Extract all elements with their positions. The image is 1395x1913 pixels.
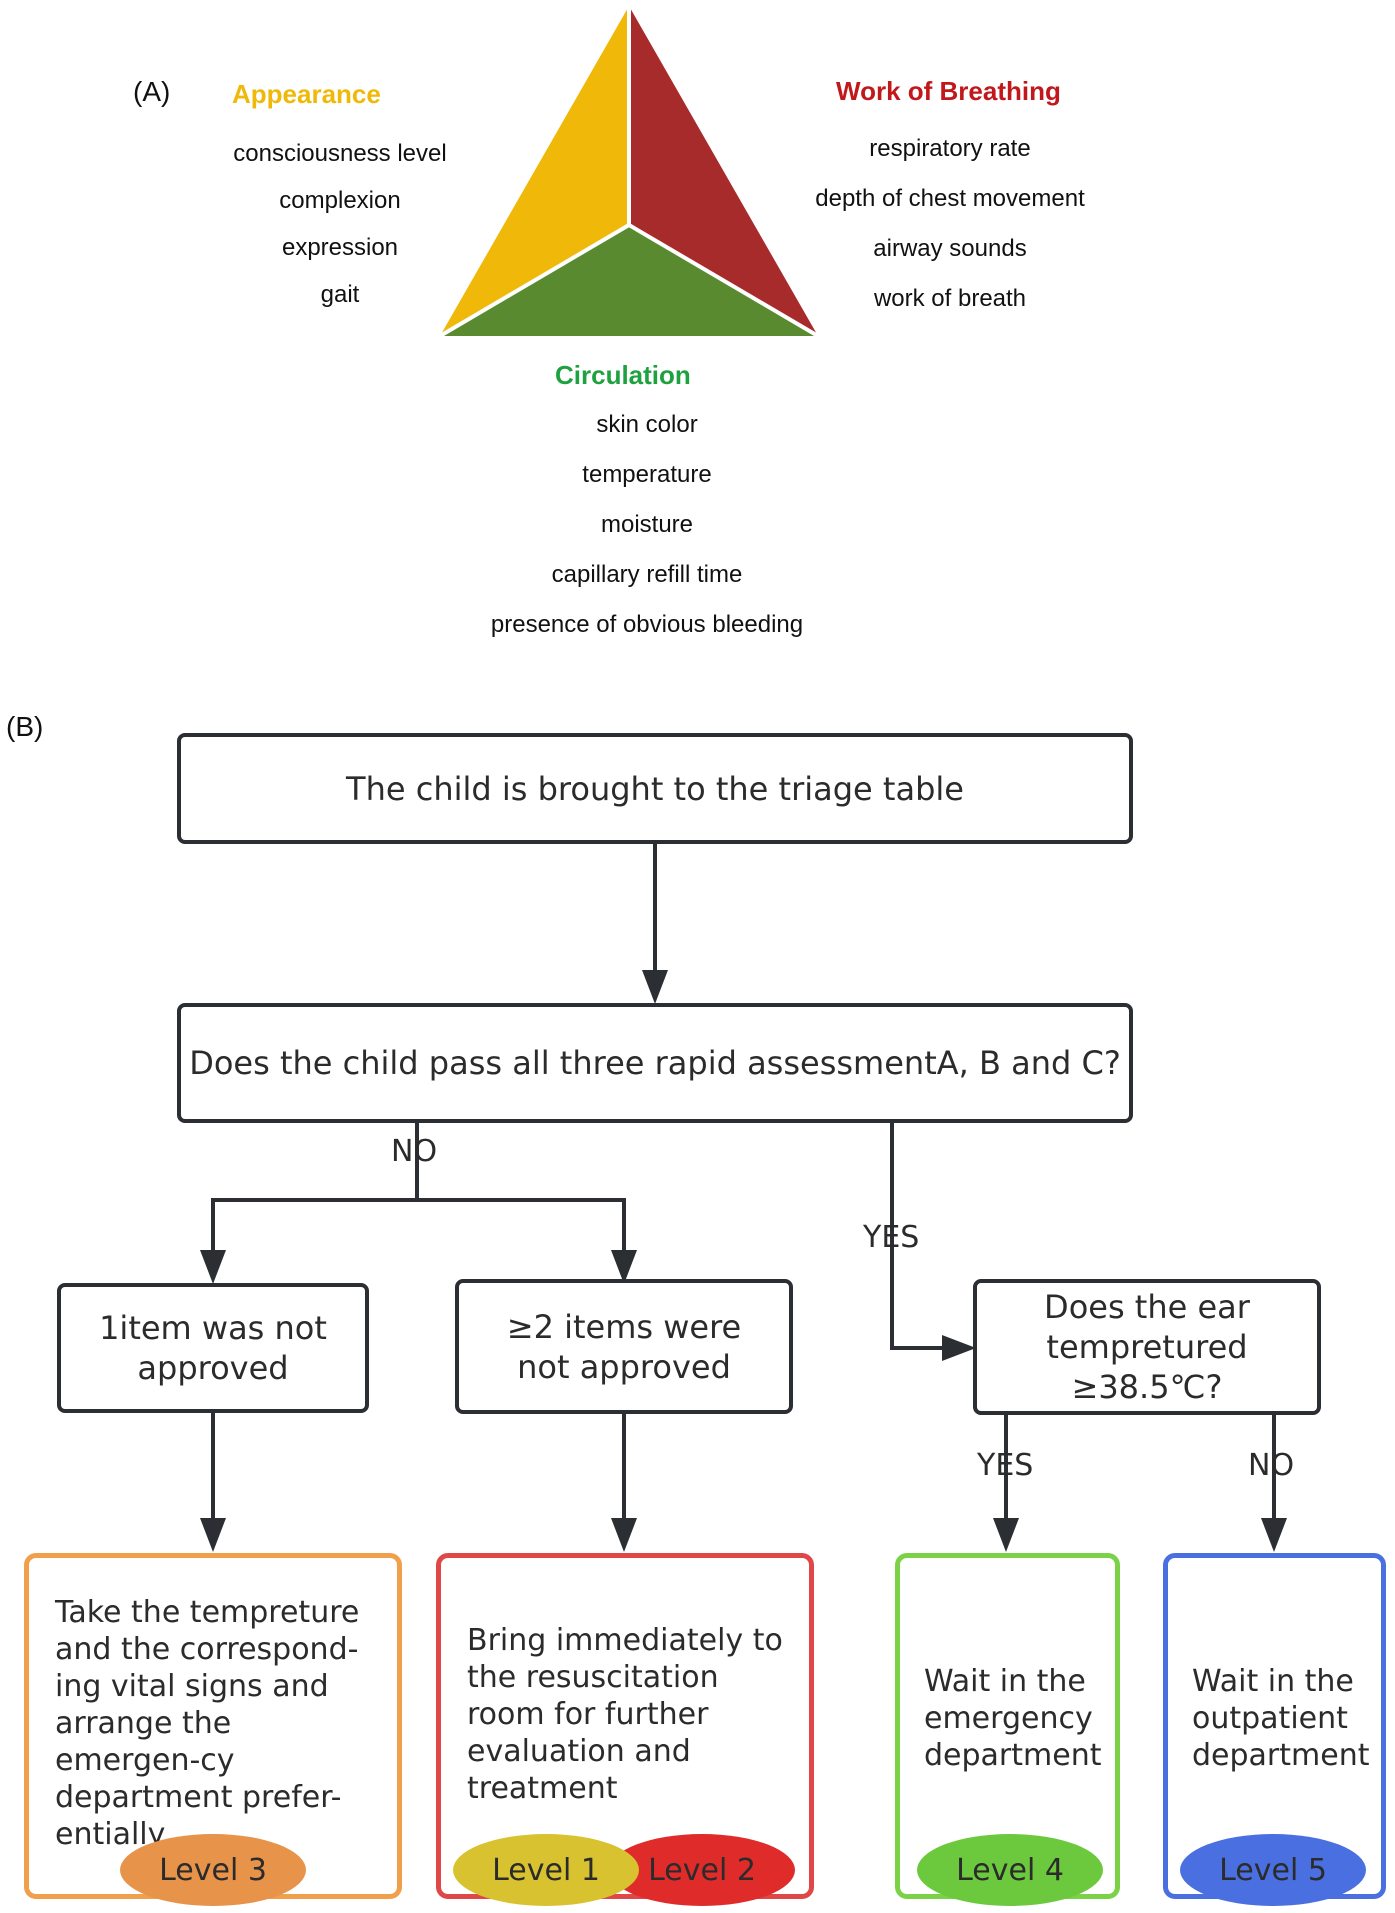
two-items-text: ≥2 items were not approved [506,1307,742,1386]
circulation-item: capillary refill time [551,561,743,588]
appearance-item: consciousness level [233,140,447,167]
arrowhead [993,1518,1019,1552]
arrowhead [200,1518,226,1552]
arrowhead [200,1250,226,1284]
breathing-item: depth of chest movement [815,185,1085,212]
level4-badge-label: Level 4 [956,1852,1064,1888]
level12-text: Bring immediately to the resuscitation r… [467,1622,783,1806]
arrowhead [642,970,668,1004]
circulation-item: moisture [600,511,694,538]
level5-badge: Level 5 [1180,1834,1366,1906]
panel-a-label: (A) [133,76,171,107]
circulation-segment [440,225,818,336]
level3-badge-label: Level 3 [159,1852,267,1888]
circulation-title: Circulation [555,360,691,390]
appearance-segment [440,6,629,336]
level5-text: Wait in the outpatient department [1192,1663,1370,1773]
no-label: NO [391,1134,438,1169]
ear-no-label: NO [1248,1448,1295,1483]
one-item-text: 1item was not approved [99,1309,327,1387]
level4-text: Wait in the emergency department [924,1663,1102,1773]
connector-yes-branch [890,1122,948,1350]
panel-b-label: (B) [6,711,44,742]
one-item-box: 1item was not approved [57,1283,369,1413]
breathing-item: respiratory rate [869,135,1031,162]
two-items-box: ≥2 items were not approved [455,1279,793,1414]
level5-badge-label: Level 5 [1219,1852,1327,1888]
pat-triangle [438,4,820,338]
yes-label: YES [863,1220,920,1255]
connector-no-branch [211,1122,419,1256]
triangle-divider [627,223,820,338]
start-box: The child is brought to the triage table [177,733,1133,844]
appearance-item: expression [281,234,399,261]
breathing-segment [629,6,818,336]
circulation-item: skin color [596,411,698,438]
start-text: The child is brought to the triage table [346,769,964,808]
connector-no-branch [417,1198,626,1256]
abc-question-text: Does the child pass all three rapid asse… [189,1044,1121,1082]
abc-question-box: Does the child pass all three rapid asse… [177,1003,1133,1123]
appearance-item: complexion [279,187,401,214]
triangle-divider [438,223,631,338]
level1-badge: Level 1 [453,1834,639,1906]
level3-badge: Level 3 [120,1834,306,1906]
level2-badge-label: Level 2 [648,1852,756,1888]
appearance-item: gait [320,281,360,308]
arrowhead [611,1518,637,1552]
breathing-title: Work of Breathing [836,76,1061,106]
ear-temp-box: Does the ear tempretured ≥38.5℃? [973,1279,1321,1415]
arrowhead [1261,1518,1287,1552]
level3-text: Take the tempreture and the correspond-i… [55,1594,360,1852]
level2-badge: Level 2 [609,1834,795,1906]
arrowhead [942,1335,976,1361]
arrowhead [611,1250,637,1284]
breathing-item: airway sounds [873,235,1027,262]
appearance-title: Appearance [232,79,381,109]
circulation-item: presence of obvious bleeding [490,611,804,638]
breathing-item: work of breath [873,285,1027,312]
ear-temp-text: Does the ear tempretured ≥38.5℃? [1044,1288,1250,1406]
ear-yes-label: YES [977,1448,1034,1483]
level1-badge-label: Level 1 [492,1852,600,1888]
circulation-item: temperature [582,461,712,488]
level4-badge: Level 4 [917,1834,1103,1906]
